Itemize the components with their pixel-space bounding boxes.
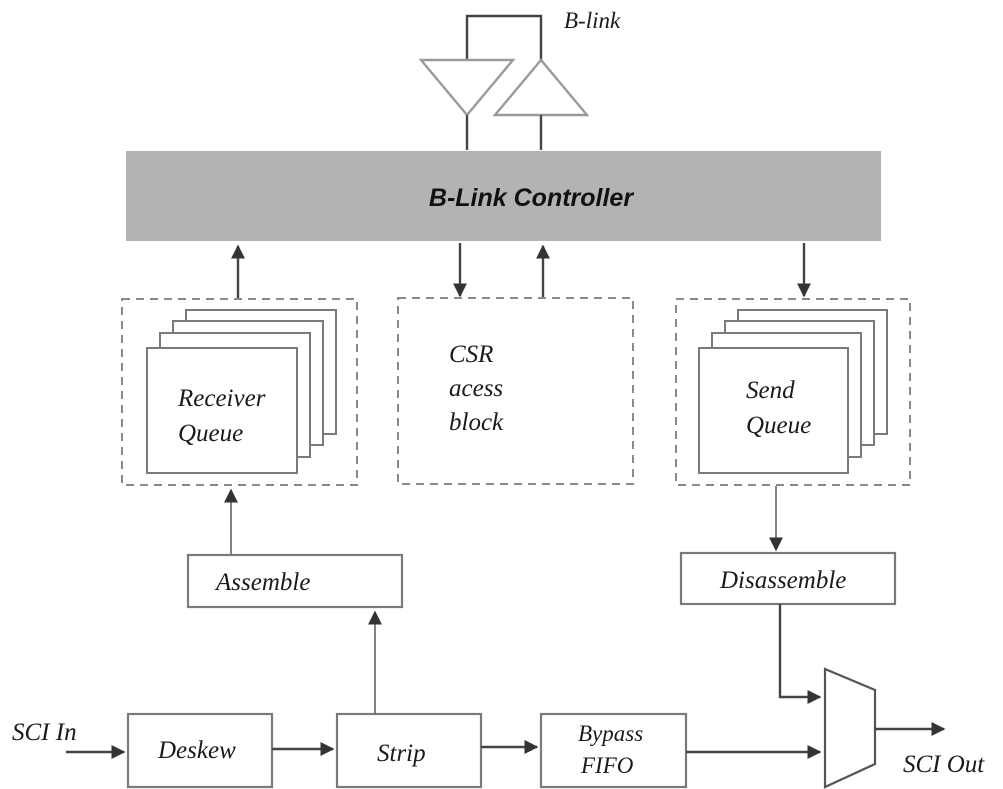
send-queue-front xyxy=(698,347,849,474)
sci-in-label: SCI In xyxy=(12,719,77,746)
csr-access-outline xyxy=(397,297,634,485)
driver-buffer-triangle xyxy=(492,58,590,117)
bypass-fifo-label-line2: FIFO xyxy=(580,753,634,778)
strip-box xyxy=(335,712,483,789)
sci-out-label: SCI Out xyxy=(903,751,985,778)
receiver-queue-group: Receiver Queue xyxy=(121,298,358,486)
receiver-queue-label-line1: Receiver xyxy=(177,385,266,412)
bypass-fifo-box xyxy=(539,712,688,789)
receiver-queue-label-line2: Queue xyxy=(178,420,243,447)
strip-label: Strip xyxy=(377,740,426,767)
csr-label-line3: block xyxy=(449,409,504,436)
controller-label: B-Link Controller xyxy=(429,184,634,212)
deskew-label: Deskew xyxy=(157,737,236,764)
b-link-label: B-link xyxy=(564,8,621,33)
disassemble-label: Disassemble xyxy=(719,567,846,594)
bypass-fifo-label-line1: Bypass xyxy=(578,721,643,746)
csr-access-group: CSR acess block xyxy=(397,297,634,485)
deskew-box xyxy=(126,712,274,789)
csr-label-line1: CSR xyxy=(449,341,493,368)
controller-bar xyxy=(126,151,881,241)
output-multiplexer xyxy=(823,667,877,789)
send-queue-outline xyxy=(675,298,911,486)
assemble-label: Assemble xyxy=(214,569,310,596)
send-queue-group: Send Queue xyxy=(675,298,911,486)
send-queue-label-line2: Queue xyxy=(746,412,811,439)
assemble-box xyxy=(186,553,404,609)
receiver-queue-outline xyxy=(121,298,358,486)
disassemble-box xyxy=(679,551,897,606)
b-link-loop-wire xyxy=(465,14,543,66)
b-link-transceiver: B-link xyxy=(418,8,621,150)
receiver-buffer-triangle xyxy=(418,58,516,117)
send-queue-label-line1: Send xyxy=(746,377,795,404)
disassemble-to-mux-arrow xyxy=(778,604,822,704)
receiver-queue-front xyxy=(146,347,298,474)
csr-label-line2: acess xyxy=(449,375,503,402)
b-link-controller: B-Link Controller xyxy=(126,151,881,241)
